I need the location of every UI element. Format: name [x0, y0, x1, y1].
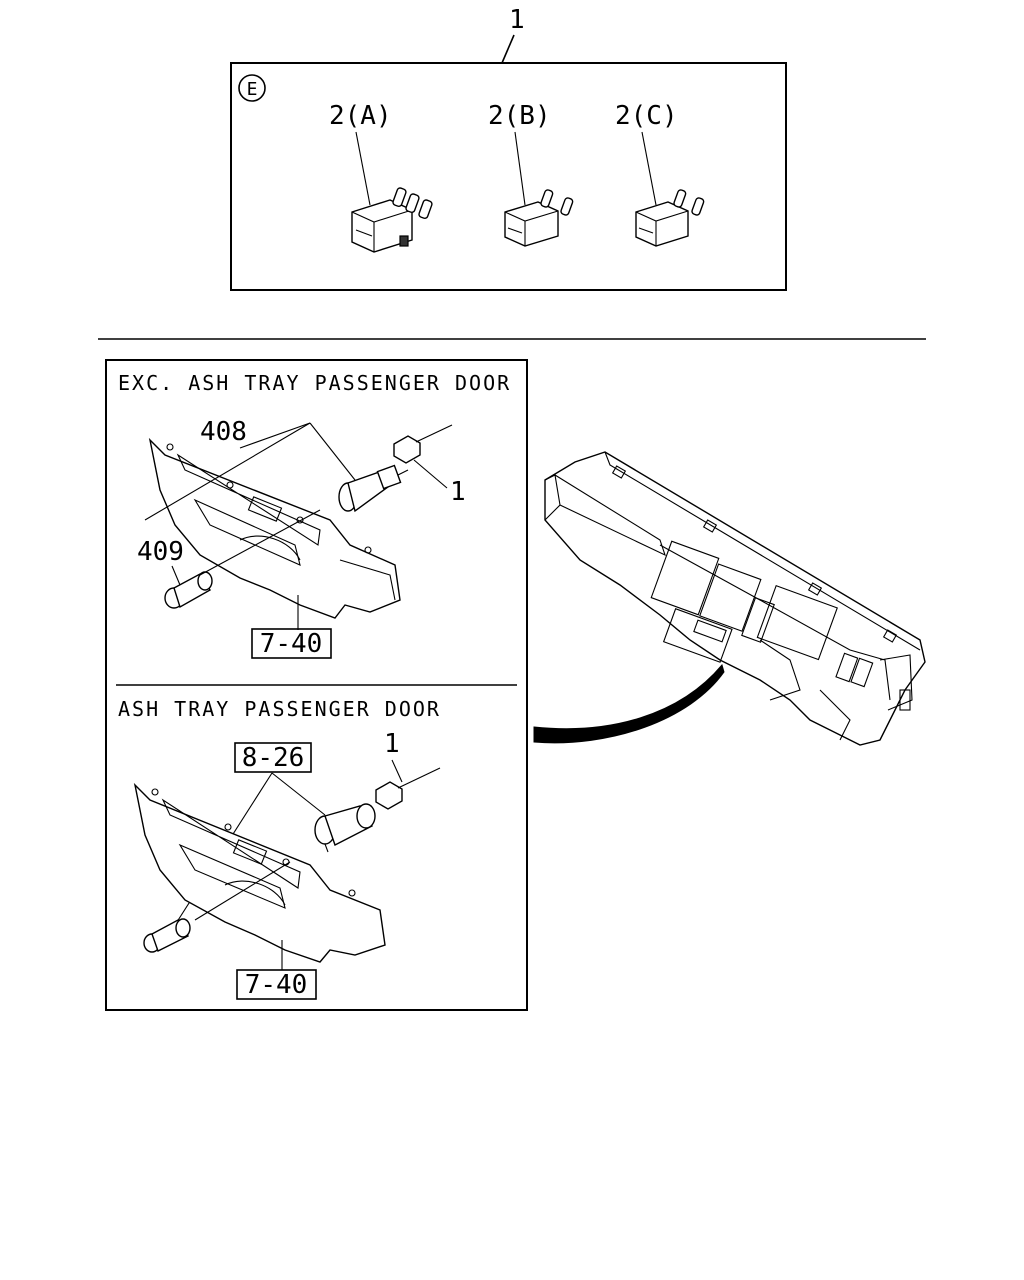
- callout-connector-1-ash: 1: [384, 729, 400, 759]
- panel-exc-ash-tray: EXC. ASH TRAY PASSENGER DOOR: [118, 371, 511, 659]
- relay-b-icon: [504, 189, 574, 247]
- dashboard-overview-icon: [544, 451, 926, 746]
- connector-icon: [393, 424, 453, 464]
- center-trim-panel-icon: [148, 437, 401, 619]
- variant-frame: [105, 359, 528, 1011]
- panel-ash-tray: ASH TRAY PASSENGER DOOR 8-26: [118, 697, 441, 1000]
- lighter-plug-ash-icon: [143, 918, 191, 953]
- relay-c-icon: [635, 189, 705, 247]
- ref-7-40-lower: 7-40: [245, 970, 308, 1000]
- callout-408: 408: [200, 417, 247, 447]
- relay-panel: 1 E 2(A) 2(B) 2(C): [230, 5, 787, 291]
- callout-main-number: 1: [509, 5, 525, 35]
- panel-exc-header: EXC. ASH TRAY PASSENGER DOOR: [118, 371, 511, 395]
- section-mark-letter: E: [247, 79, 258, 100]
- lighter-plug-icon: [164, 571, 213, 609]
- ashtray-socket-icon: [314, 803, 376, 853]
- ref-box-7-40-upper: [251, 628, 332, 659]
- location-pointer-arrow: [533, 663, 725, 744]
- ref-7-40-upper: 7-40: [260, 629, 323, 659]
- callout-409: 409: [137, 537, 184, 567]
- ref-8-26: 8-26: [242, 743, 305, 773]
- ref-box-7-40-lower: [236, 969, 317, 1000]
- center-trim-panel-ash-icon: [133, 782, 386, 963]
- power-socket-icon: [338, 464, 409, 513]
- panel-ash-header: ASH TRAY PASSENGER DOOR: [118, 697, 441, 721]
- relay-a-icon: [351, 187, 433, 253]
- relay-b-label: 2(B): [488, 101, 551, 131]
- callout-connector-1: 1: [450, 477, 466, 507]
- ref-box-8-26: [234, 742, 312, 773]
- relay-a-label: 2(A): [329, 101, 392, 131]
- connector-ash-icon: [375, 767, 441, 810]
- section-mark-circle: [238, 74, 266, 102]
- relay-c-label: 2(C): [615, 101, 678, 131]
- relay-frame: [230, 62, 787, 291]
